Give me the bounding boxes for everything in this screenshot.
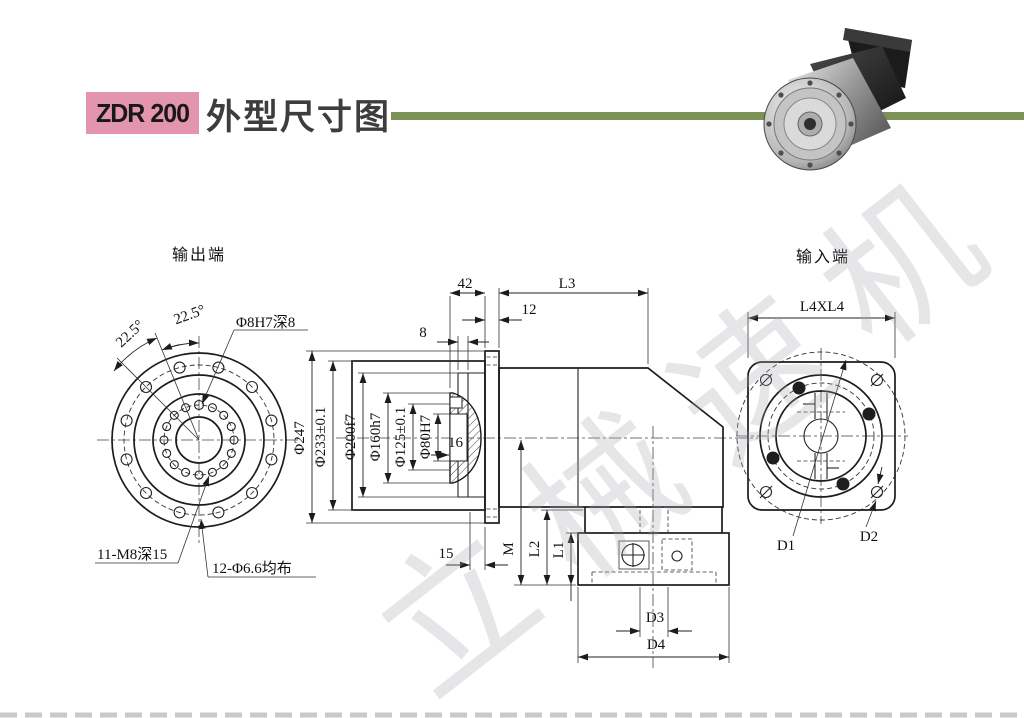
dim-12: 12 — [522, 302, 537, 318]
angle-dim-a: 22.5° — [172, 302, 208, 328]
side-section-view: 16 — [292, 276, 758, 668]
through-holes-callout: 12-Φ6.6均布 — [212, 560, 292, 577]
pin-hole-callout: Φ8H7深8 — [236, 314, 295, 331]
tapped-hole-circle — [159, 399, 239, 480]
dim-L1: L1 — [551, 542, 567, 559]
model-number: ZDR 200 — [95, 97, 190, 128]
bolt-hole-circle — [120, 361, 278, 519]
dia-80: Φ80H7 — [418, 414, 434, 459]
dim-15: 15 — [439, 546, 454, 562]
output-end-view: 输出端 — [95, 246, 316, 578]
tapped-holes-callout: 11-M8深15 — [97, 546, 167, 563]
dia-125: Φ125±0.1 — [393, 407, 409, 467]
dim-L2: L2 — [527, 541, 543, 558]
header-rule — [391, 112, 1024, 120]
dia-233: Φ233±0.1 — [313, 407, 329, 467]
dim-D3: D3 — [646, 610, 664, 626]
dim-D4: D4 — [647, 637, 666, 653]
dim-L4: L4XL4 — [800, 299, 845, 315]
model-badge: ZDR 200 — [86, 92, 199, 134]
dim-M: M — [501, 542, 517, 555]
page-title: 外型尺寸图 — [206, 97, 392, 137]
product-photo — [763, 28, 912, 171]
dia-160: Φ160h7 — [368, 412, 384, 461]
dim-L3: L3 — [559, 276, 576, 292]
input-end-label: 输入端 — [796, 248, 850, 266]
dia-200: Φ200f7 — [343, 414, 359, 460]
input-end-view: 输入端 — [736, 248, 908, 554]
corner-hole — [759, 373, 884, 499]
photo-bolt-holes — [766, 80, 854, 168]
dim-D2: D2 — [860, 529, 878, 545]
dia-247: Φ247 — [292, 421, 308, 455]
output-end-label: 输出端 — [172, 246, 226, 264]
bore-depth-dim: 16 — [448, 435, 464, 451]
input-bolt-hole — [766, 381, 876, 491]
dim-D1: D1 — [777, 538, 795, 554]
dim-8: 8 — [419, 325, 427, 341]
dim-42: 42 — [458, 276, 473, 292]
watermark-text: 立械速机 — [345, 128, 1024, 718]
